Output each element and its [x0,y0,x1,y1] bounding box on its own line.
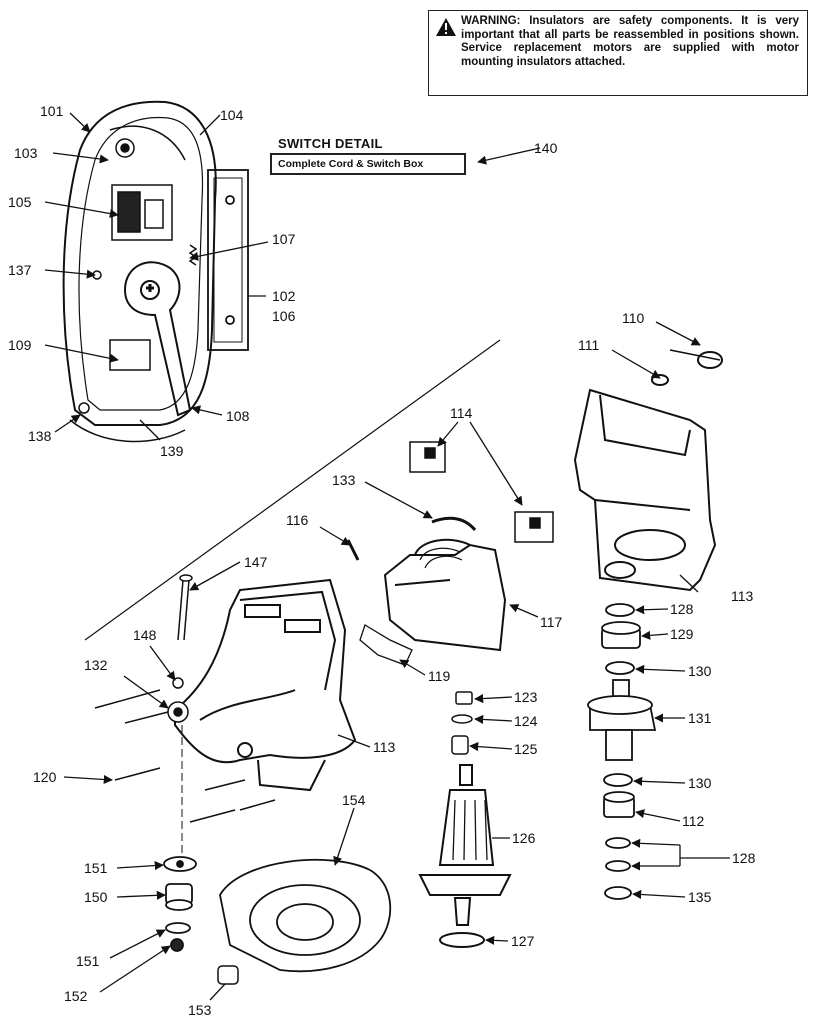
warning-text: Insulators are safety components. It is … [461,15,799,68]
callout-127: 127 [511,933,535,949]
callout-114: 114 [450,405,473,421]
switch-box-label: Complete Cord & Switch Box [270,153,466,175]
field-assembly [383,538,507,652]
leader-lines [44,112,730,1001]
callout-108: 108 [226,408,250,424]
callout-151-bottom: 151 [76,953,100,969]
callout-112: 112 [682,813,705,829]
callout-125: 125 [514,741,538,757]
callout-129: 129 [670,626,694,642]
callout-105: 105 [8,194,32,210]
brush-holders [409,441,554,543]
callout-107: 107 [272,231,296,247]
callout-128-bottom: 128 [732,850,756,866]
callout-102: 102 [272,288,296,304]
switch-housing-cover [62,100,217,443]
callout-140: 140 [534,140,558,156]
warning-label: WARNING: [461,15,521,27]
callout-126: 126 [512,830,536,846]
callout-111: 111 [578,337,599,353]
callout-103: 103 [14,145,38,161]
callout-116: 116 [286,512,309,528]
callout-128-top: 128 [670,601,694,617]
callout-132: 132 [84,657,108,673]
callout-120: 120 [33,769,57,785]
warning-box: WARNING: Insulators are safety component… [428,10,808,96]
part-153 [217,965,239,985]
callout-106: 106 [272,308,296,324]
pin-116 [346,539,360,561]
screw-147 [177,574,193,641]
callout-139: 139 [160,443,184,459]
callout-109: 109 [8,337,32,353]
motor-housing-left [174,578,357,792]
callout-labels: 101 103 104 105 107 137 102 106 109 108 … [8,103,756,1018]
switch-body [111,184,173,241]
callout-137: 137 [8,262,32,278]
callout-133: 133 [332,472,356,488]
left-screws [94,677,276,823]
fan-baffle [219,858,392,973]
callout-153: 153 [188,1002,212,1018]
section-divider [84,339,501,641]
callout-101: 101 [40,103,64,119]
insulator-stack [163,856,197,952]
warning-triangle-icon [436,18,456,36]
callout-150: 150 [84,889,108,905]
callout-113-right: 113 [731,588,754,604]
callout-117: 117 [540,614,563,630]
switch-detail-title: SWITCH DETAIL [278,136,383,151]
armature [418,764,512,948]
callout-119: 119 [428,668,451,684]
switch-mounting-plate [207,169,249,351]
callout-135: 135 [688,889,712,905]
callout-154: 154 [342,792,366,808]
callout-110: 110 [622,310,645,326]
callout-131: 131 [688,710,712,726]
gear-housing-right [573,349,723,592]
armature-bearing-parts [451,691,473,755]
switch-trigger-lever [123,261,192,417]
callout-148: 148 [133,627,157,643]
brush-spring-133 [431,516,477,532]
callout-147: 147 [244,554,268,570]
callout-151-top: 151 [84,860,108,876]
callout-130-bottom: 130 [688,775,712,791]
callout-130-top: 130 [688,663,712,679]
callout-138: 138 [28,428,52,444]
gear-stack [587,603,657,900]
callout-104: 104 [220,107,244,123]
callout-113-left: 113 [373,739,396,755]
switch-spring-and-screws [78,125,198,414]
callout-124: 124 [514,713,538,729]
callout-152: 152 [64,988,88,1004]
callout-123: 123 [514,689,538,705]
